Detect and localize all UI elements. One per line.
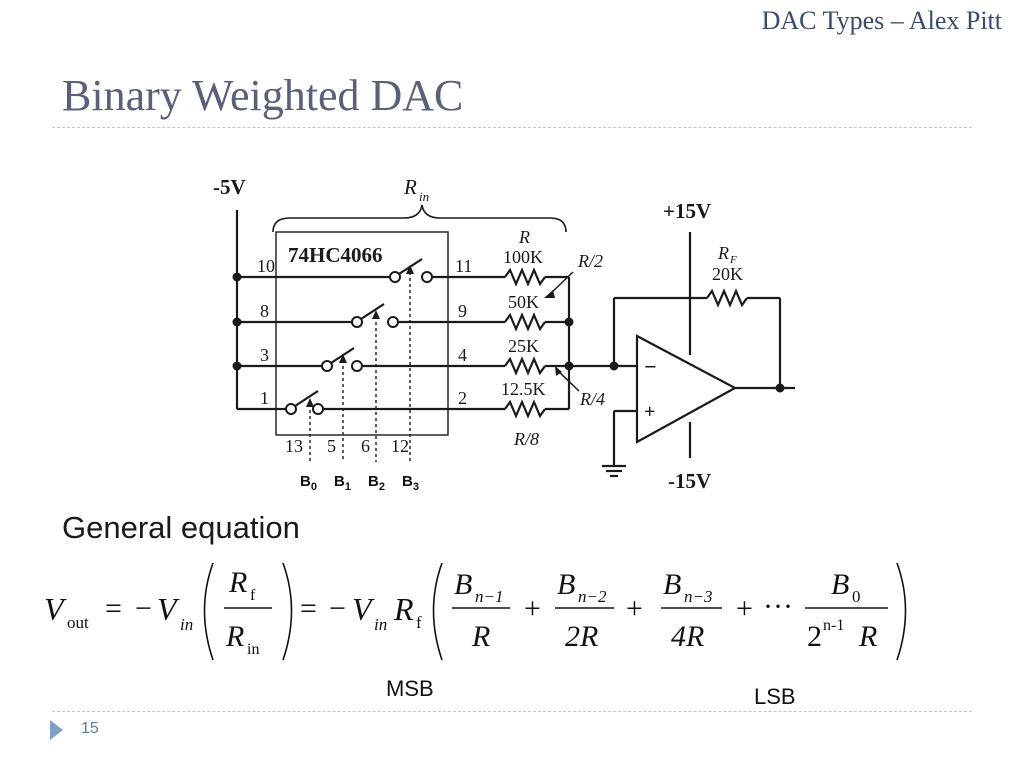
resistor-value-label: 12.5K [501,379,546,399]
minus-sign: − [329,592,346,625]
resistor-value-label: 25K [508,336,539,356]
plus-sign: + [524,592,541,625]
resistor-value-label: 50K [508,292,539,312]
rf-label: R [717,243,729,263]
pin-label: 2 [458,388,467,408]
rin-sub-label: in [419,189,429,204]
opamp-plus-label: + [644,401,655,423]
bit-label-b2: B2 [368,473,385,493]
bit-label-b1: B1 [334,473,351,493]
opamp-minus-label: − [644,354,657,379]
term3-denominator: 4R [671,620,704,653]
rf-numerator: R [228,566,247,599]
plus-sign: + [626,592,643,625]
term3-subscript: n−3 [684,587,712,606]
vin-subscript: in [374,615,387,634]
term0-numerator: B [831,568,849,601]
r2-label: R/2 [577,251,603,271]
pin-label: 10 [257,256,275,276]
r8-label: R/8 [513,429,539,449]
rf-numerator-subscript: f [250,587,256,604]
vin-symbol: V [352,591,375,627]
pin-label: 8 [260,301,269,321]
bit-label-b0: B0 [300,473,317,493]
equals-sign: = [105,592,122,625]
resistor-value-label: 100K [503,247,543,267]
pin-label: 9 [458,301,467,321]
lsb-label: LSB [754,684,796,709]
msb-label: MSB [386,676,434,701]
pin-label: 3 [260,345,269,365]
term0-subscript: 0 [852,587,861,606]
rf-symbol: R [393,591,414,627]
supply-pos15-label: +15V [663,199,711,223]
rin-denominator-subscript: in [247,641,259,658]
bit-label-b3: B3 [402,473,419,493]
term1-numerator: B [454,568,472,601]
plus-sign: + [736,592,753,625]
footer-divider [52,711,972,712]
term2-numerator: B [557,568,575,601]
section-heading: General equation [62,510,300,545]
term1-denominator: R [471,620,490,653]
supply-neg5-label: -5V [213,175,246,199]
supply-neg15-label: -15V [668,469,711,493]
rf-sub-label: F [729,254,737,266]
term0-denominator-r: R [858,620,877,653]
control-pin-label: 6 [361,436,370,456]
term2-denominator: 2R [565,620,598,653]
term1-subscript: n−1 [475,587,503,606]
minus-sign: − [135,592,152,625]
chip-label: 74HC4066 [288,243,383,267]
pin-label: 4 [458,345,467,365]
ellipsis: ··· [763,590,793,623]
footer-triangle-icon [50,720,63,740]
rin-label: R [403,175,417,199]
term0-denominator-base: 2 [807,620,822,653]
pin-label: 1 [260,388,269,408]
term0-denominator-exponent: n-1 [823,617,844,634]
header-tag: DAC Types – Alex Pitt [761,6,1002,35]
equals-sign: = [300,592,317,625]
r-label: R [518,227,530,247]
vin-symbol: V [157,591,180,627]
r4-label: R/4 [579,389,605,409]
control-pin-label: 13 [285,436,303,456]
rf-value-label: 20K [712,264,743,284]
vout-subscript: out [67,613,89,632]
control-pin-label: 12 [391,436,409,456]
rin-denominator: R [225,620,244,653]
page-number: 15 [81,720,99,737]
title-divider [52,127,972,128]
pin-label: 11 [455,256,472,276]
term3-numerator: B [663,568,681,601]
vin-subscript: in [180,615,193,634]
term2-subscript: n−2 [578,587,607,606]
slide-title: Binary Weighted DAC [62,71,464,120]
control-pin-label: 5 [327,436,336,456]
rf-subscript: f [416,613,422,632]
vout-symbol: V [44,591,67,627]
